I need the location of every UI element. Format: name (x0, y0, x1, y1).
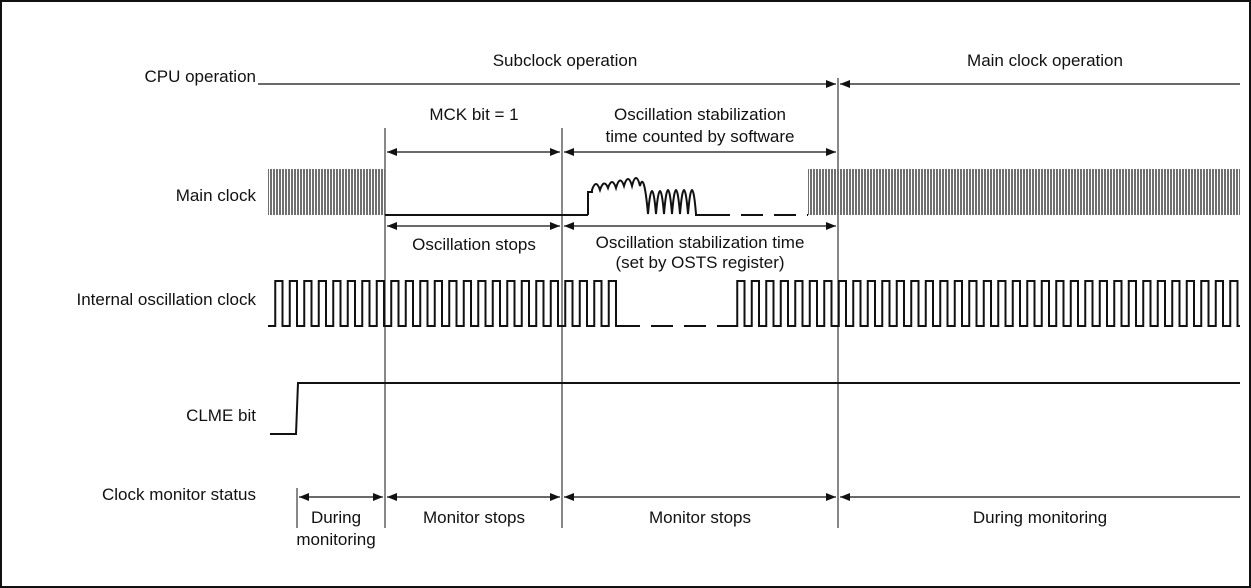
osc-stab-time-line1: Oscillation stabilization time (596, 233, 805, 252)
cpu-operation-label: CPU operation (144, 67, 256, 86)
osc-stab-counted-line1: Oscillation stabilization (614, 105, 786, 124)
main-clock-operation-label: Main clock operation (967, 51, 1123, 70)
osc-stab-counted-line2: time counted by software (606, 127, 795, 146)
clock-monitor-status-label: Clock monitor status (102, 485, 256, 504)
monitor-during-final-label: During monitoring (973, 508, 1107, 527)
monitor-stops-2-label: Monitor stops (649, 508, 751, 527)
monitor-during-line2: monitoring (296, 530, 375, 549)
subclock-operation-label: Subclock operation (493, 51, 638, 70)
clme-bit-label: CLME bit (186, 406, 256, 425)
internal-osc-clock-wave-part1 (268, 280, 618, 327)
osc-stab-time-line2: (set by OSTS register) (615, 253, 784, 272)
main-clock-fast-after (808, 169, 1240, 215)
monitor-during-line1: During (311, 508, 361, 527)
monitor-stops-1-label: Monitor stops (423, 508, 525, 527)
clme-bit-wave (270, 382, 1240, 435)
main-clock-startup-oscillation (587, 177, 708, 216)
internal-osc-clock-label: Internal oscillation clock (76, 290, 256, 309)
internal-osc-clock-wave-part2 (730, 280, 1240, 327)
main-clock-fast-before (268, 169, 385, 215)
osc-stops-label: Oscillation stops (412, 235, 536, 254)
main-clock-label: Main clock (176, 186, 257, 205)
mck-bit-label: MCK bit = 1 (429, 105, 518, 124)
